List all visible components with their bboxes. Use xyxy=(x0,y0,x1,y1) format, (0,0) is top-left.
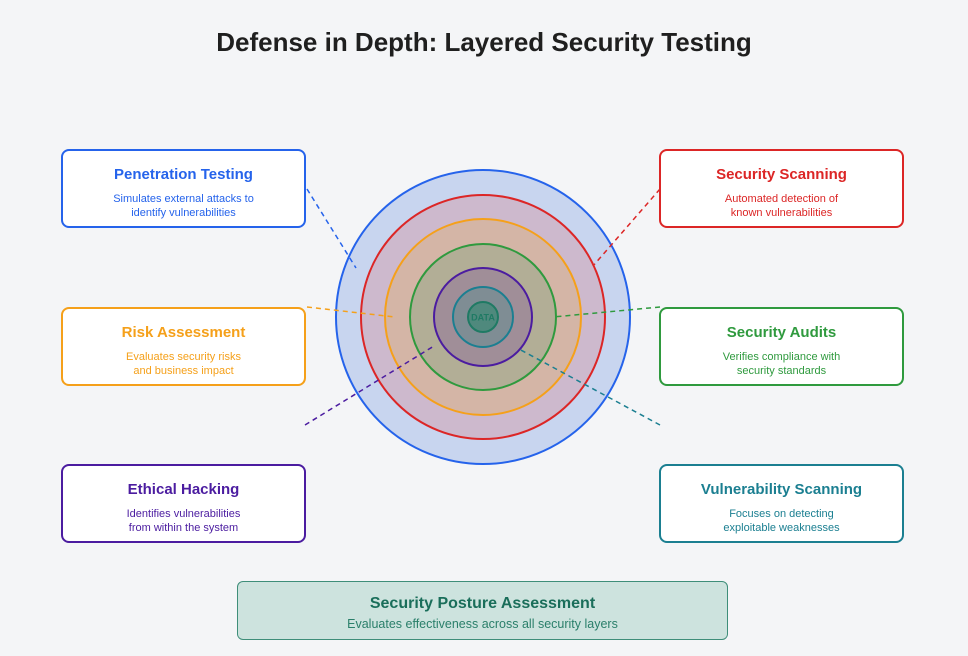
page-title: Defense in Depth: Layered Security Testi… xyxy=(216,27,752,57)
card-description: Focuses on detecting exploitable weaknes… xyxy=(661,507,902,535)
concentric-layers: DATA xyxy=(335,169,631,465)
card-title: Security Audits xyxy=(726,324,837,341)
card-security-audits: Security Audits Verifies compliance with… xyxy=(659,307,904,386)
connector-security-scanning xyxy=(592,188,661,267)
card-title: Security Scanning xyxy=(716,166,847,183)
card-description-line: Focuses on detecting xyxy=(729,508,834,520)
card-description-line: exploitable weaknesses xyxy=(723,522,840,534)
card-description-line: identify vulnerabilities xyxy=(131,207,236,219)
card-description-line: and business impact xyxy=(133,365,234,377)
card-description: Verifies compliance with security standa… xyxy=(661,350,902,378)
card-description-line: Simulates external attacks to xyxy=(113,193,254,205)
card-description: Automated detection of known vulnerabili… xyxy=(661,192,902,220)
card-ethical-hacking: Ethical Hacking Identifies vulnerabiliti… xyxy=(61,464,306,543)
connector-ethical-hacking xyxy=(304,345,435,426)
card-description: Simulates external attacks to identify v… xyxy=(63,192,304,220)
card-description-line: Verifies compliance with xyxy=(722,351,841,363)
card-description-line: known vulnerabilities xyxy=(730,207,833,219)
connector-penetration-testing xyxy=(306,188,357,269)
connector-risk-assessment xyxy=(306,306,396,318)
posture-description: Evaluates effectiveness across all secur… xyxy=(347,617,618,631)
posture-title: Security Posture Assessment xyxy=(369,595,596,612)
card-description: Evaluates security risks and business im… xyxy=(63,350,304,378)
card-title: Risk Assessment xyxy=(121,324,246,341)
connector-line-group xyxy=(304,188,661,426)
card-description-line: security standards xyxy=(736,365,827,377)
card-title: Vulnerability Scanning xyxy=(700,481,863,498)
core-data-label: DATA xyxy=(471,313,495,323)
card-security-scanning: Security Scanning Automated detection of… xyxy=(659,149,904,228)
card-penetration-testing: Penetration Testing Simulates external a… xyxy=(61,149,306,228)
security-posture-assessment-box: Security Posture Assessment Evaluates ef… xyxy=(237,581,728,640)
core-data-circle xyxy=(467,301,499,333)
card-title: Ethical Hacking xyxy=(127,481,240,498)
card-risk-assessment: Risk Assessment Evaluates security risks… xyxy=(61,307,306,386)
card-description: Identifies vulnerabilities from within t… xyxy=(63,507,304,535)
card-vulnerability-scanning: Vulnerability Scanning Focuses on detect… xyxy=(659,464,904,543)
card-description-line: from within the system xyxy=(128,522,239,534)
card-description-line: Evaluates security risks xyxy=(126,351,241,363)
card-title: Penetration Testing xyxy=(114,166,253,183)
card-description-line: Automated detection of xyxy=(724,193,839,205)
card-description-line: Identifies vulnerabilities xyxy=(126,508,241,520)
